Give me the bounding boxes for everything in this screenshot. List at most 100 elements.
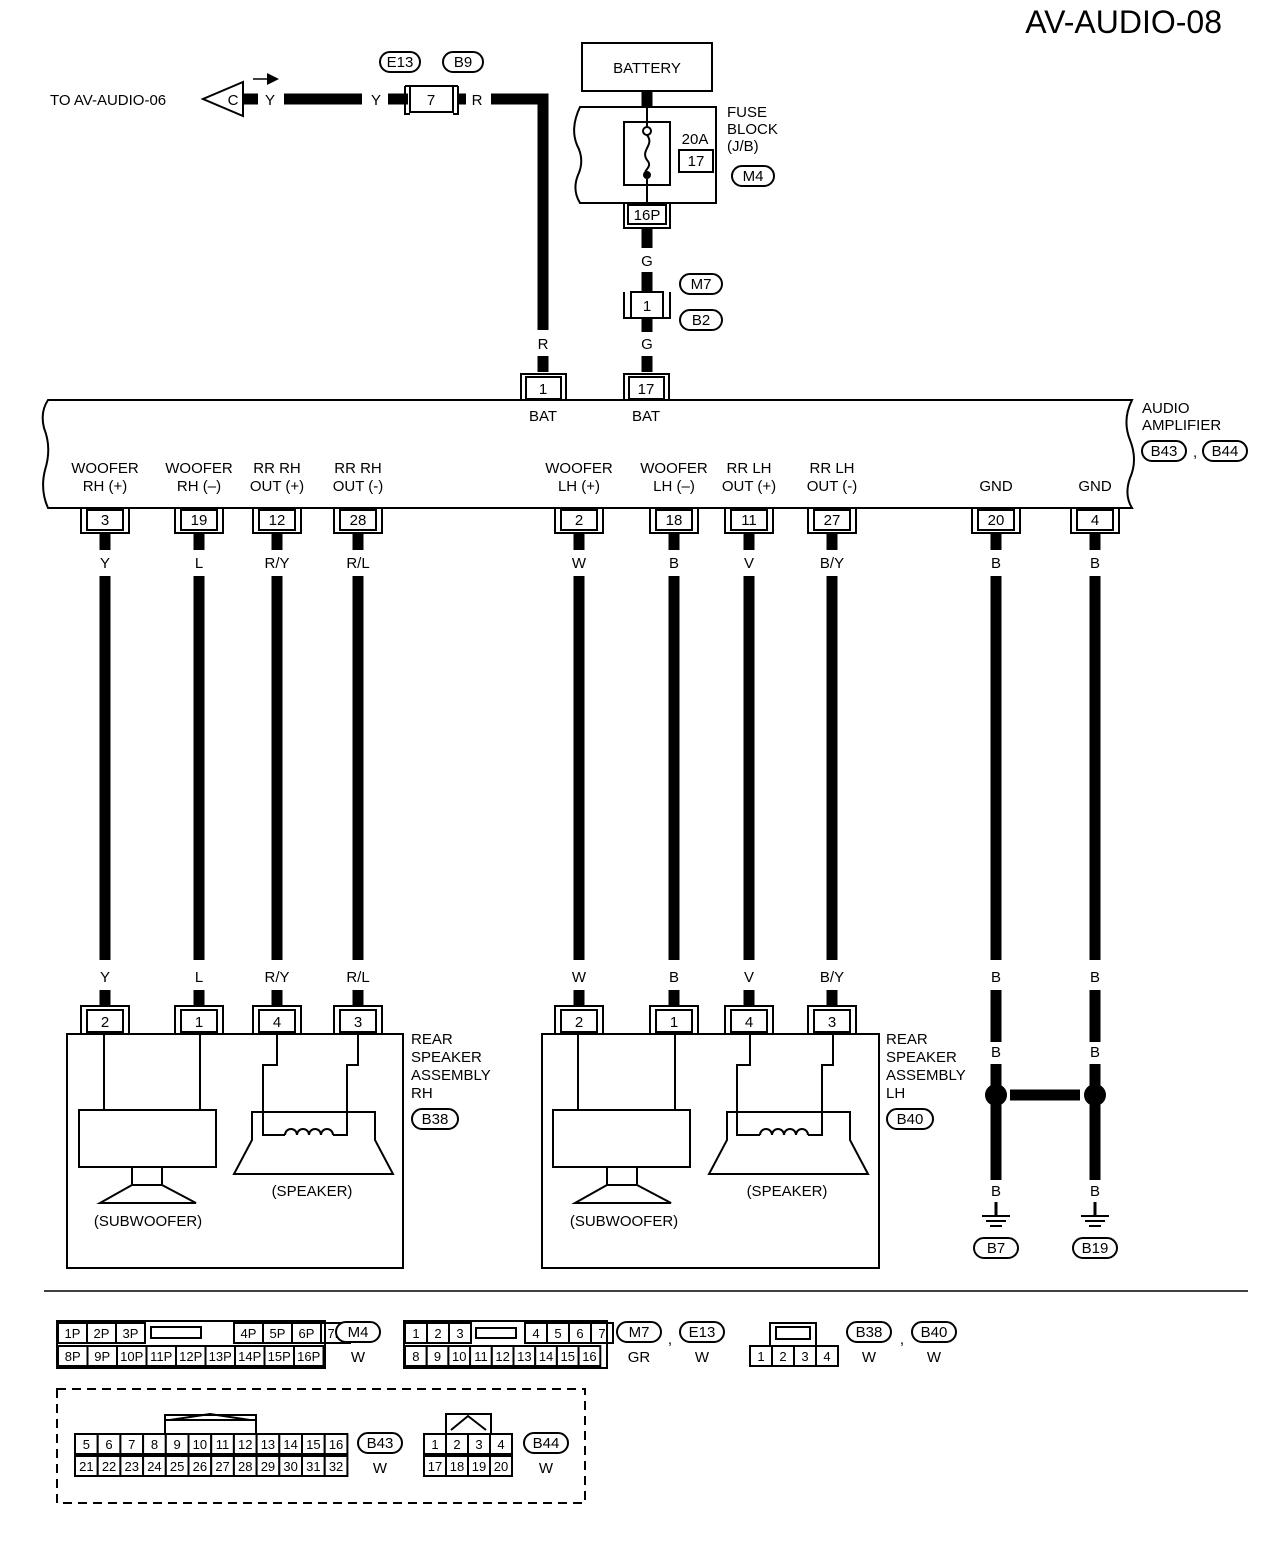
- amp-terminal-pin: 27: [824, 512, 841, 529]
- b40-connector-label-box: [911, 1321, 957, 1343]
- b44-connector-label-box: [523, 1432, 569, 1454]
- speaker-assembly-label-4: LH: [886, 1085, 905, 1102]
- e13-connector-label: E13: [689, 1324, 716, 1341]
- wire-color-b: B: [1090, 555, 1100, 572]
- wire-r: [491, 93, 549, 330]
- wire-color-l: L: [195, 969, 203, 986]
- b44-pin: 20: [494, 1459, 508, 1474]
- speaker-terminal-outline: [333, 1005, 383, 1034]
- b43-pin: 8: [151, 1437, 158, 1452]
- m4-pin: 8P: [65, 1349, 81, 1364]
- wire-color-g: G: [641, 336, 653, 353]
- m4-connector-label-box: [335, 1321, 381, 1343]
- b43-connector-label-box: [1141, 440, 1187, 462]
- speaker-label: (SPEAKER): [747, 1183, 828, 1200]
- speaker-cone: [232, 1111, 395, 1175]
- m7-pin: 4: [532, 1326, 539, 1341]
- e13-connector-label-box: [679, 1321, 725, 1343]
- b43-pin: 27: [215, 1459, 229, 1474]
- fuse-block-terminal: [627, 204, 667, 225]
- rear-speaker-assembly-rh: REAR SPEAKER ASSEMBLY RH B38 (SUBWOOFER)…: [66, 1031, 491, 1269]
- audio-amplifier-body: [41, 399, 1135, 509]
- m7-pin: 12: [495, 1349, 509, 1364]
- offpage-connector-letter: C: [228, 92, 239, 109]
- b43-housing: [164, 1412, 257, 1434]
- b43-pin: 31: [306, 1459, 320, 1474]
- wire-color-b: B: [1090, 1183, 1100, 1200]
- amp-terminal-label: WOOFER: [545, 460, 613, 477]
- b43-pin: 24: [147, 1459, 161, 1474]
- wire-color-by: B/Y: [820, 969, 844, 986]
- amp-terminal-pin: 17: [638, 381, 655, 398]
- speaker-terminal-outline: [554, 1005, 604, 1034]
- b7-ground-label: B7: [987, 1240, 1005, 1257]
- amp-terminal-pin: 19: [191, 512, 208, 529]
- amp-terminal-pin: 20: [988, 512, 1005, 529]
- b43-pin: 14: [283, 1437, 297, 1452]
- m7-b2-inline-connector-outline: [623, 292, 671, 319]
- wire-color-b: B: [991, 969, 1001, 986]
- wire-color-r: R: [472, 92, 483, 109]
- speaker-assembly-label-4: RH: [411, 1085, 433, 1102]
- b43-pin: 10: [193, 1437, 207, 1452]
- amp-terminal-label: OUT (-): [333, 478, 384, 495]
- amp-terminal-box: [730, 509, 768, 531]
- amp-terminal-bat-17: 17 BAT: [623, 373, 670, 425]
- fuse-block-label-2: BLOCK: [727, 121, 778, 138]
- speaker-terminal-box: [180, 1009, 218, 1033]
- b38-pin: 3: [801, 1349, 808, 1364]
- m4-color: W: [351, 1349, 366, 1366]
- fuse-block-label-3: (J/B): [727, 138, 759, 155]
- amp-terminal-label: WOOFER: [71, 460, 139, 477]
- b43-cell: [323, 1433, 349, 1455]
- b43-pin: 25: [170, 1459, 184, 1474]
- b38-housing: [769, 1322, 817, 1346]
- fuse-number-box: [678, 149, 714, 173]
- splice-point: [1084, 1084, 1106, 1106]
- b44-pin: 3: [475, 1437, 482, 1452]
- m7-pin: 15: [561, 1349, 575, 1364]
- dashed-connector-frame: [56, 1388, 586, 1504]
- b38-color: W: [862, 1349, 877, 1366]
- b38-lock: [775, 1326, 811, 1340]
- m7-connector-label: M7: [629, 1324, 650, 1341]
- m4-pin: 14P: [238, 1349, 261, 1364]
- audio-amplifier-label-2: AMPLIFIER: [1142, 417, 1221, 434]
- wire-color-b: B: [991, 555, 1001, 572]
- speaker-terminal-box: [655, 1009, 693, 1033]
- wire-color-b: B: [1090, 969, 1100, 986]
- amp-terminal-pin: 11: [741, 512, 757, 529]
- amp-terminal-pin: 18: [666, 512, 683, 529]
- b38-connector-label: B38: [422, 1111, 449, 1128]
- e13-b9-inline-connector-outline: [404, 85, 459, 115]
- m7-pin: 9: [434, 1349, 441, 1364]
- speaker-coil: [759, 1128, 809, 1136]
- m4-cell: [115, 1322, 146, 1344]
- ground-symbol: [1081, 1215, 1109, 1227]
- amp-terminal-box: [180, 509, 218, 531]
- ground-symbol: [982, 1215, 1010, 1227]
- b44-cell: [489, 1433, 513, 1455]
- fuse-block-terminal-pin: 16P: [634, 207, 661, 224]
- m4-pin: 12P: [179, 1349, 202, 1364]
- b43-pin: 29: [261, 1459, 275, 1474]
- amp-terminal-box: [977, 509, 1015, 531]
- amp-terminal-label: RR RH: [253, 460, 301, 477]
- m4-pin: 5P: [270, 1326, 286, 1341]
- amp-terminal-label: OUT (-): [807, 478, 858, 495]
- amp-terminal-label: RR LH: [809, 460, 854, 477]
- amp-terminal-label: OUT (+): [250, 478, 304, 495]
- speaker-terminal-box: [258, 1009, 296, 1033]
- m4-pin: 10P: [120, 1349, 143, 1364]
- page-title: AV-AUDIO-08: [1025, 4, 1222, 40]
- m7-connector-label: M7: [691, 276, 712, 293]
- m7-pin: 8: [412, 1349, 419, 1364]
- e13-connector-label: E13: [387, 54, 414, 71]
- e13-b9-pin: 7: [427, 92, 435, 109]
